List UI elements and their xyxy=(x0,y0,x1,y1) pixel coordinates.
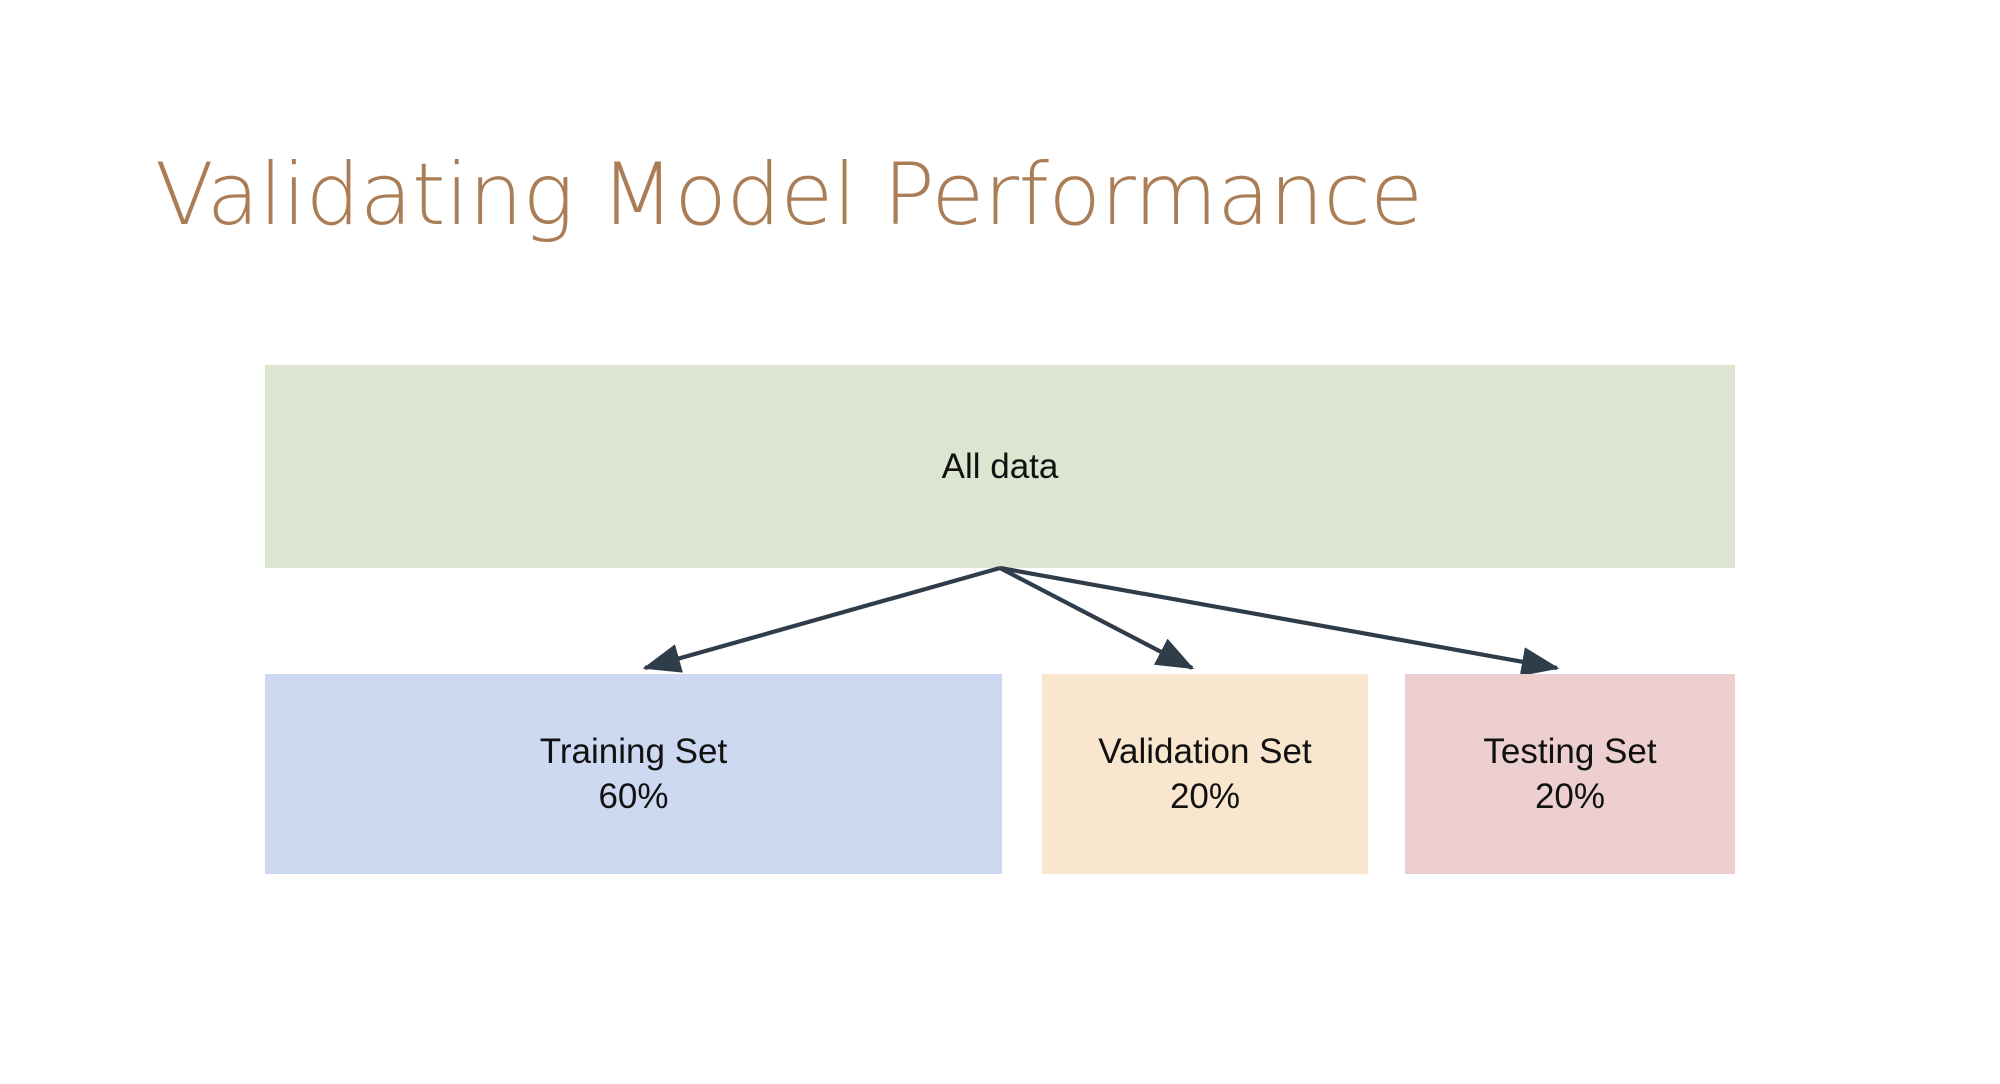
page-title: Validating Model Performance xyxy=(155,145,1423,245)
connector-arrow-to-testing-set xyxy=(999,565,1560,677)
connector-arrow-to-validation-set xyxy=(999,566,1195,670)
node-percent-testing-set: 20% xyxy=(1534,777,1606,816)
diagram-node-training-set[interactable]: Training Set 60% xyxy=(265,674,1002,874)
diagram-node-validation-set[interactable]: Validation Set 20% xyxy=(1042,674,1368,874)
node-label-training-set: Training Set xyxy=(539,731,728,771)
node-label-validation-set: Validation Set xyxy=(1098,731,1312,771)
node-percent-training-set: 60% xyxy=(598,777,669,816)
connector-arrow-to-training-set xyxy=(642,565,1001,673)
node-percent-validation-set: 20% xyxy=(1169,777,1241,816)
node-label-all-data: All data xyxy=(941,447,1059,486)
diagram-node-all-data[interactable]: All data xyxy=(265,365,1735,568)
diagram-node-testing-set[interactable]: Testing Set 20% xyxy=(1405,674,1735,874)
node-label-testing-set: Testing Set xyxy=(1483,731,1657,771)
